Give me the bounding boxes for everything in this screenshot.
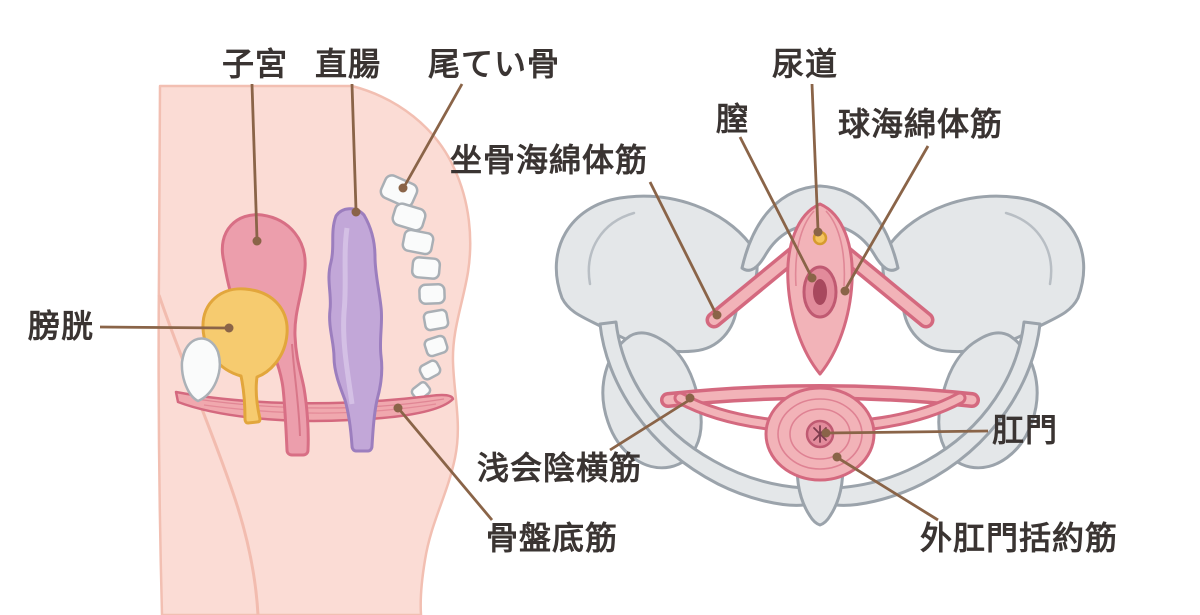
label-rectum: 直腸 (315, 46, 382, 82)
vertebra-segment (410, 256, 442, 280)
vertebra-segment (418, 283, 446, 305)
vertebra-segment (401, 228, 435, 256)
urethra-leader (810, 83, 820, 231)
bulbospongiosus-leader (843, 145, 930, 291)
pubic-bone (180, 337, 221, 403)
tailbone-dot (398, 183, 408, 193)
label-bulbospongiosus: 球海綿体筋 (838, 106, 1004, 142)
inferior-view-illustration (554, 184, 1086, 527)
pelvic-floor-dot (393, 403, 403, 413)
transverse-perineal-leader (609, 397, 692, 452)
external-anal-sphincter (764, 386, 876, 482)
sphincter-leader (837, 456, 939, 522)
uterus-leader (250, 83, 259, 240)
rectum (327, 207, 384, 453)
bladder-dot (224, 323, 234, 333)
label-bladder: 膀胱 (28, 308, 95, 344)
label-anus: 肛門 (992, 412, 1059, 448)
uterus-dot (252, 236, 262, 246)
tailbone-leader (402, 83, 464, 188)
vagina-dot (807, 273, 817, 283)
vertebra-segment (422, 308, 450, 332)
vertebra-segment (418, 359, 442, 381)
sphincter-ring (777, 398, 863, 470)
label-ischiocavernosus: 坐骨海綿体筋 (450, 142, 649, 178)
label-urethra: 尿道 (772, 46, 839, 82)
label-external-sphincter: 外肛門括約筋 (920, 520, 1119, 556)
bladder-leader (99, 325, 228, 330)
vertebra-segment (391, 202, 427, 232)
cervical-canal-line (291, 343, 301, 437)
vagina-canal (813, 279, 827, 305)
anus-dot (821, 428, 831, 438)
vertebra-segment (423, 334, 449, 358)
muscle-striation (195, 398, 445, 409)
bulbospongiosus-complex (786, 202, 854, 376)
side-view-illustration (157, 84, 472, 615)
ischiocavernosus-leader (648, 181, 718, 315)
bulbospongiosus-dot (840, 286, 850, 296)
sphincter-dot (832, 452, 842, 462)
transverse-perineal-dot (685, 393, 695, 403)
rectum-leader (350, 83, 358, 211)
urethra-dot (813, 227, 823, 237)
rectum-inner-stripe (341, 227, 355, 405)
muscle-striation (203, 403, 437, 414)
leader-lines (99, 83, 989, 522)
thigh-contour-line (157, 294, 260, 615)
pubic-arch-bone (740, 184, 900, 272)
muscle-striation (794, 210, 815, 287)
label-pelvic-floor: 骨盤底筋 (486, 520, 619, 556)
ischiocavernosus-dot (712, 310, 722, 320)
label-tailbone: 尾てい骨 (428, 46, 561, 82)
label-transverse-perineal: 浅会陰横筋 (477, 450, 643, 486)
vagina-leader (738, 136, 813, 277)
vertebra-segment (379, 174, 419, 208)
label-uterus: 子宮 (222, 46, 289, 82)
label-vagina: 膣 (716, 101, 750, 137)
sacrum-coccyx (379, 174, 450, 401)
anus-leader (826, 429, 989, 435)
rectum-dot (351, 207, 361, 217)
muscle-striation (825, 210, 846, 287)
pelvic-floor-leader (397, 408, 494, 521)
bladder (201, 287, 289, 425)
leader-dots (224, 183, 850, 462)
